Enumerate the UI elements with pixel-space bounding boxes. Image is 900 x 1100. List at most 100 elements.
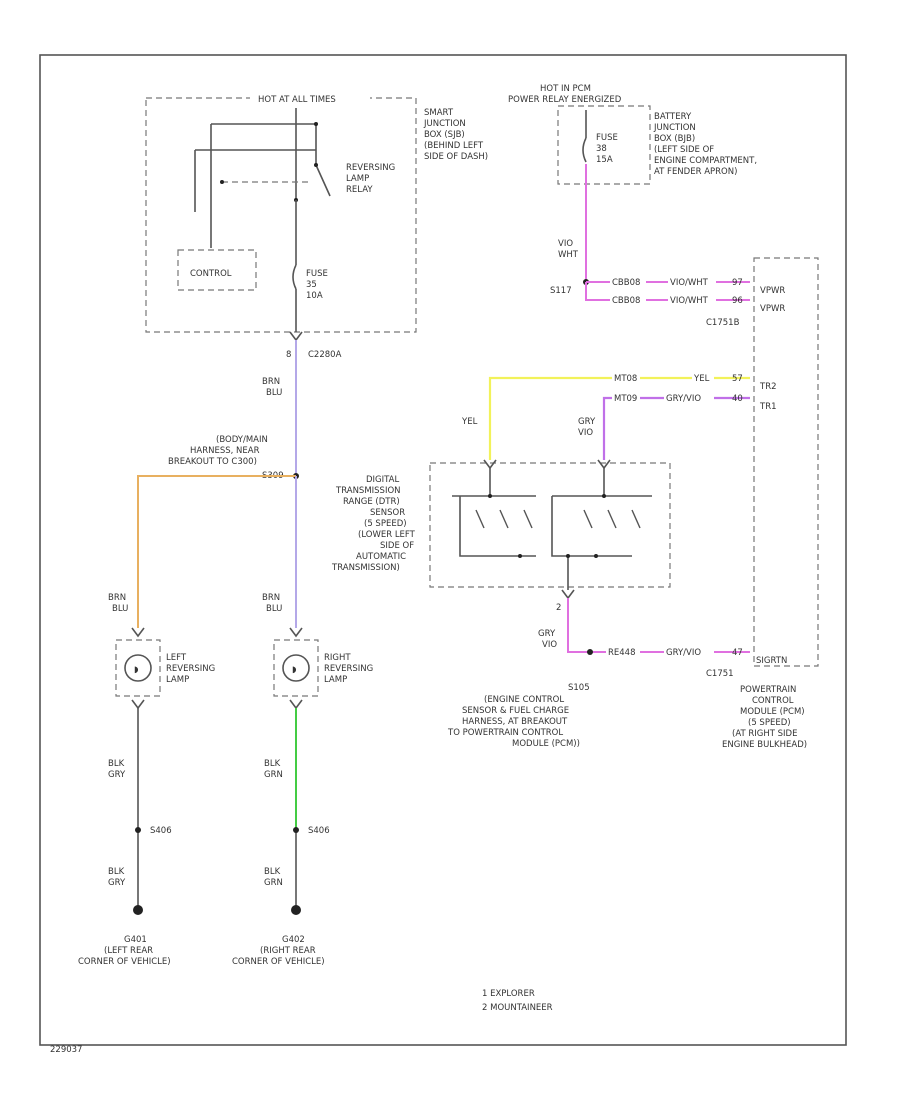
wire-color-line: GRN: [264, 878, 283, 888]
sjb-name-line: (BEHIND LEFT: [424, 141, 484, 151]
label-bg: [606, 647, 640, 657]
left-lamp-feed-wire: [137, 475, 296, 628]
pcm-name-line: CONTROL: [752, 696, 794, 706]
bjb-name-line: (LEFT SIDE OF: [654, 145, 714, 155]
right-lamp-bulb-icon: [282, 654, 310, 682]
connector-symbol: [289, 627, 303, 638]
sjb-name-line: SIDE OF DASH): [424, 152, 488, 162]
bulb-filament: ◗: [134, 665, 139, 675]
fuse-symbol: [292, 264, 297, 290]
wire-color-line: BLU: [266, 604, 282, 614]
dtr-outline: [429, 462, 671, 588]
circuit-color: GRY/VIO: [666, 648, 701, 658]
relay-node: [220, 180, 224, 184]
bjb-header-line: HOT IN PCM: [540, 84, 591, 94]
dtr-contact: [499, 509, 509, 529]
dtr-node: [594, 554, 598, 558]
dtr-name-line: SIDE OF: [380, 541, 414, 551]
wire-color-line: BLU: [112, 604, 128, 614]
dtr-sensor: DIGITAL TRANSMISSION RANGE (DTR) SENSOR …: [331, 459, 750, 749]
note-line: 2 MOUNTAINEER: [482, 1003, 553, 1013]
circuit-id: MT09: [614, 394, 637, 404]
sjb-name-line: BOX (SJB): [424, 130, 465, 140]
dtr-name-line: AUTOMATIC: [356, 552, 406, 562]
dtr-name-line: SENSOR: [370, 508, 405, 518]
dtr-contact: [607, 509, 617, 529]
pcm-pin-label: TR1: [759, 402, 777, 412]
fuse-label-line: 35: [306, 280, 317, 290]
pcm-name-line: MODULE (PCM): [740, 707, 805, 717]
circuit-id: CBB08: [612, 296, 640, 306]
relay-label-line: LAMP: [346, 174, 369, 184]
pcm-name-line: (AT RIGHT SIDE: [732, 729, 797, 739]
sjb-outline: [145, 97, 417, 333]
right-lamp-line: RIGHT: [324, 653, 351, 663]
g402-line: (RIGHT REAR: [260, 946, 316, 956]
label-bg: [610, 277, 646, 287]
right-lamp-outline: [273, 639, 319, 697]
wire-color-line: BRN: [108, 593, 126, 603]
label-bg: [612, 373, 640, 383]
pcm-connector: C1751B: [706, 318, 740, 328]
sjb-header-bg: [250, 94, 370, 104]
connector-id: C2280A: [308, 350, 342, 360]
bjb-name-line: BOX (BJB): [654, 134, 695, 144]
ground-g402-icon: [291, 905, 301, 915]
label-bg: [612, 393, 640, 403]
dtr-name-line: RANGE (DTR): [343, 497, 400, 507]
pcm-pin-label: SIGRTN: [756, 656, 787, 666]
circuit-id: MT08: [614, 374, 637, 384]
tr-signal-wires: MT08 YEL 57 MT09 GRY/VIO 40 YEL GRY VIO: [461, 373, 750, 460]
pin-number: 57: [732, 374, 743, 384]
s105-line: (ENGINE CONTROL: [484, 695, 564, 705]
pcm-pin-label: VPWR: [760, 286, 785, 296]
label-bg: [664, 393, 714, 403]
wire-color: YEL: [461, 417, 478, 427]
g401-line: CORNER OF VEHICLE): [78, 957, 171, 967]
right-lamp-line: REVERSING: [324, 664, 373, 674]
pcm-name-line: (5 SPEED): [748, 718, 791, 728]
dtr-name-line: DIGITAL: [366, 475, 399, 485]
wire-color-line: GRY: [538, 629, 556, 639]
fuse-label-line: 10A: [306, 291, 323, 301]
dtr-contact: [475, 509, 485, 529]
s309-line: BREAKOUT TO C300): [168, 457, 257, 467]
dtr-pin: 2: [556, 603, 561, 613]
ground-splice: S406: [308, 826, 330, 836]
wire-color-line: GRN: [264, 770, 283, 780]
left-lamp-line: LEFT: [166, 653, 187, 663]
left-lamp-line: LAMP: [166, 675, 189, 685]
figure-id: 229037: [50, 1045, 82, 1055]
wire-color-line: VIO: [542, 640, 557, 650]
circuit-id: CBB08: [612, 278, 640, 288]
circuit-color: GRY/VIO: [666, 394, 701, 404]
dtr-node: [566, 554, 570, 558]
label-bg: [610, 295, 646, 305]
control-label: CONTROL: [190, 269, 232, 279]
g402-line: G402: [282, 935, 305, 945]
s105-line: TO POWERTRAIN CONTROL: [447, 728, 563, 738]
bjb-header-line: POWER RELAY ENERGIZED: [508, 95, 622, 105]
wire-color-line: BLU: [266, 388, 282, 398]
circuit-color: YEL: [693, 374, 710, 384]
pcm-name-line: POWERTRAIN: [740, 685, 796, 695]
bjb-name-line: ENGINE COMPARTMENT,: [654, 156, 757, 166]
splice-s105: [587, 649, 593, 655]
relay-node: [314, 163, 318, 167]
dtr-name-line: TRANSMISSION: [335, 486, 401, 496]
wire-color-line: BLK: [264, 867, 281, 877]
s105-line: S105: [568, 683, 590, 693]
dtr-contact: [523, 509, 533, 529]
left-lamp-bulb-icon: [124, 654, 152, 682]
wire-color-line: GRY: [578, 417, 596, 427]
wire-color-line: GRY: [108, 878, 126, 888]
s105-line: SENSOR & FUEL CHARGE: [462, 706, 569, 716]
outer-frame: [39, 54, 847, 1046]
circuit-color: VIO/WHT: [670, 278, 709, 288]
circuit-id: RE448: [608, 648, 636, 658]
pin-number: 96: [732, 296, 743, 306]
wire-color-line: BRN: [262, 377, 280, 387]
dtr-name-line: TRANSMISSION): [331, 563, 400, 573]
